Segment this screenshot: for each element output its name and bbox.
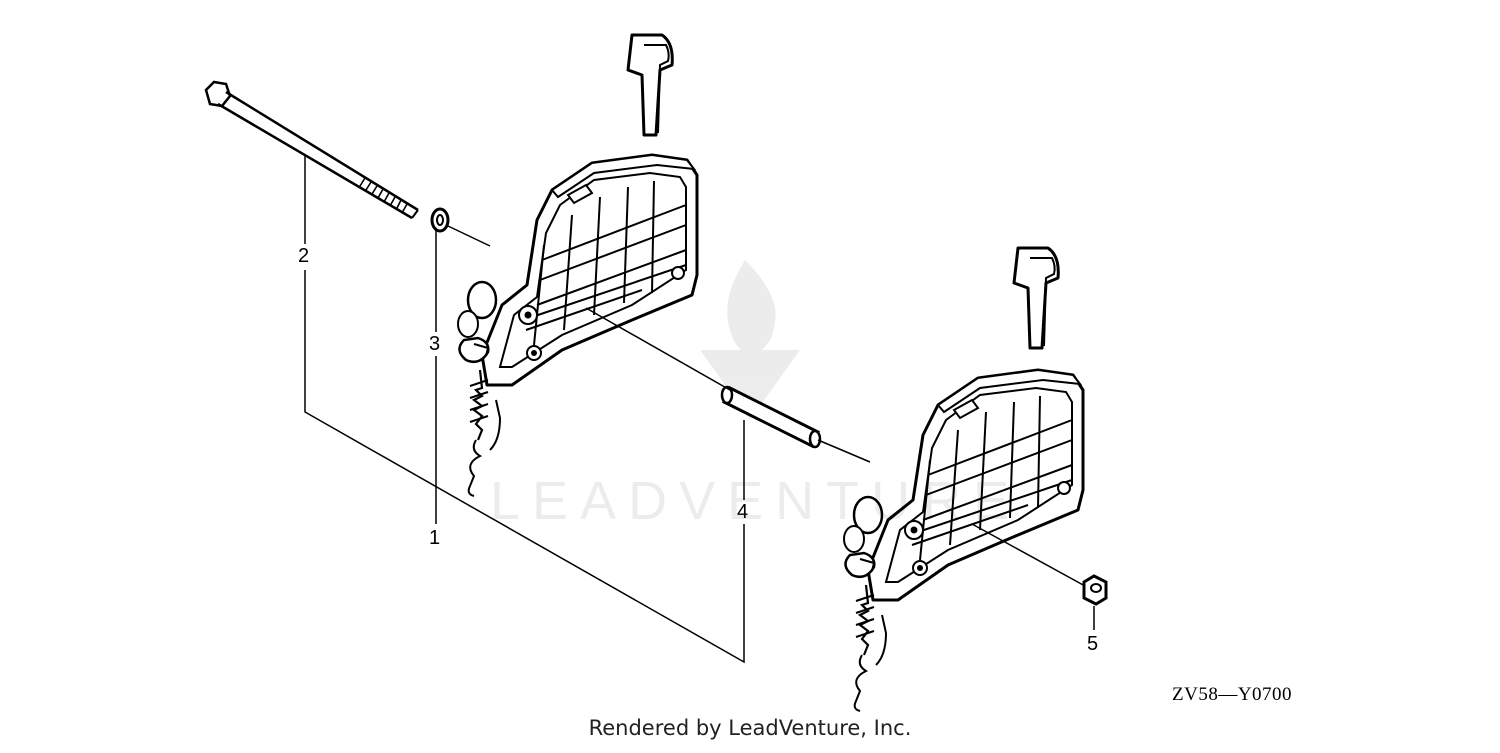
callout-2: 2 [298, 245, 310, 267]
callout-4: 4 [737, 501, 749, 523]
callout-3: 3 [429, 333, 441, 355]
callout-leaders [304, 155, 1095, 664]
key-switch-left [456, 280, 502, 498]
remote-lever-left [626, 33, 674, 137]
callout-5: 5 [1087, 633, 1099, 655]
callout-1: 1 [429, 527, 441, 549]
washer [430, 207, 450, 233]
nut [1082, 574, 1108, 606]
remote-control-left [480, 153, 699, 387]
assembly-lines [447, 225, 1086, 587]
watermark-text: LEADVENTURE [490, 471, 1022, 531]
diagram-code: ZV58—Y0700 [1172, 684, 1293, 705]
watermark-logo [700, 260, 800, 420]
bolt [204, 80, 419, 220]
collar [720, 385, 822, 449]
credit-line: Rendered by LeadVenture, Inc. [588, 716, 912, 740]
remote-lever-right [1012, 246, 1060, 350]
